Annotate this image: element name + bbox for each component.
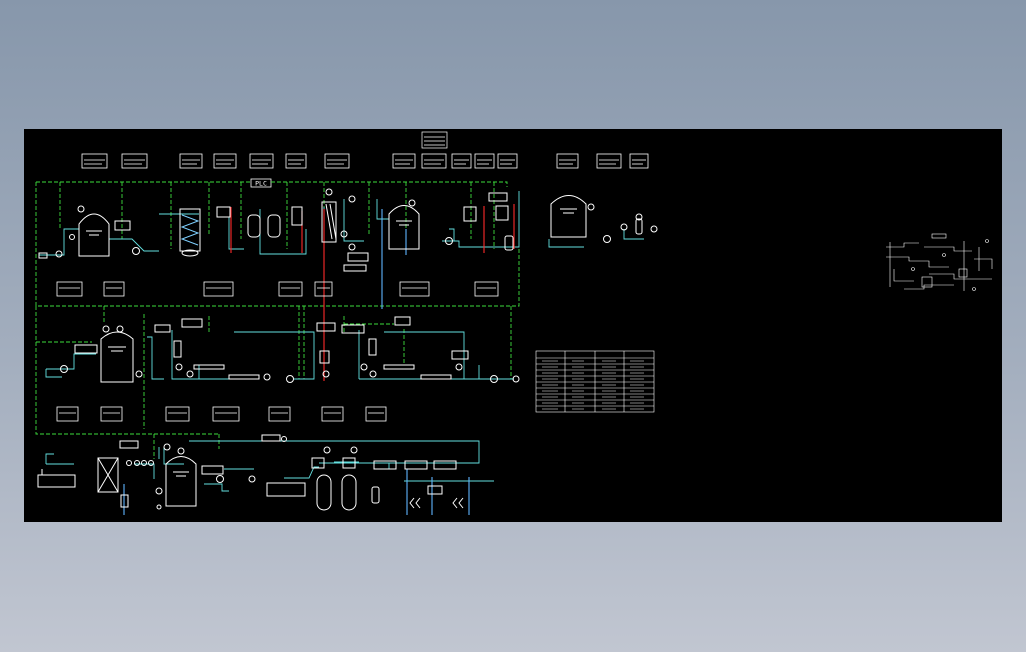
raw-water-tank: [78, 213, 110, 257]
section-3-equipment: [37, 434, 464, 511]
filter-2: [267, 214, 281, 238]
carbon-filter-1: [316, 474, 332, 511]
product-tank: [550, 195, 587, 238]
cleaning-tank: [100, 331, 134, 383]
section-1-tag-boxes: [56, 281, 499, 297]
title-block: [421, 131, 448, 149]
plc-label: PLC: [255, 180, 267, 188]
cad-model-space[interactable]: PLC: [24, 129, 1002, 522]
intermediate-tank: [388, 205, 420, 250]
legend-table: [535, 350, 655, 413]
ro-membrane: [321, 201, 337, 243]
heat-exchanger: [179, 208, 201, 252]
membrane-module-1: [193, 364, 225, 370]
plc-box: PLC: [250, 178, 272, 188]
sump-basin: [37, 474, 76, 488]
neutralization-basin: [266, 482, 306, 497]
chemical-tank: [165, 456, 197, 507]
process-lines: [39, 191, 644, 492]
vertical-risers: [123, 209, 470, 515]
detail-sketch: [886, 233, 993, 291]
carbon-filter-2: [341, 474, 357, 511]
process-flow-diagram: PLC: [35, 131, 993, 515]
red-lines: [230, 204, 515, 381]
membrane-module-3: [383, 364, 415, 370]
section-2-tag-boxes: [56, 406, 387, 422]
top-tag-boxes: [81, 153, 649, 169]
product-tank-unit: [550, 195, 658, 243]
section-1-equipment: [38, 188, 514, 272]
membrane-module-2: [228, 374, 260, 380]
membrane-module-4: [420, 374, 452, 380]
filter-1: [247, 214, 261, 238]
media-filter: [97, 457, 119, 493]
section-2-equipment: [60, 316, 520, 383]
